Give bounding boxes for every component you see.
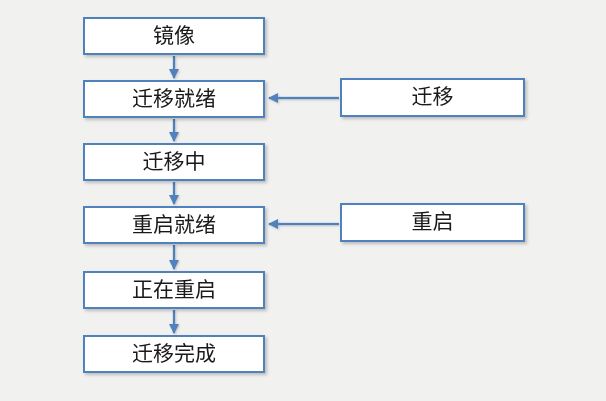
node-action-migrate: 迁移 <box>340 78 525 117</box>
node-action-restart: 重启 <box>340 203 525 242</box>
node-restart-ready-label: 重启就绪 <box>132 213 216 237</box>
node-restart-ready: 重启就绪 <box>83 206 265 244</box>
node-action-migrate-label: 迁移 <box>411 86 454 109</box>
node-mirror-label: 镜像 <box>153 24 195 48</box>
node-migrate-complete: 迁移完成 <box>83 335 265 373</box>
node-migrate-ready-label: 迁移就绪 <box>132 87 216 111</box>
node-migrate-complete-label: 迁移完成 <box>132 342 216 366</box>
node-restarting-label: 正在重启 <box>132 278 216 302</box>
node-restarting: 正在重启 <box>83 271 265 309</box>
node-migrate-ready: 迁移就绪 <box>83 80 265 118</box>
node-migrating-label: 迁移中 <box>142 150 206 174</box>
node-action-restart-label: 重启 <box>411 211 454 234</box>
node-migrating: 迁移中 <box>83 143 265 181</box>
node-mirror: 镜像 <box>83 17 265 55</box>
